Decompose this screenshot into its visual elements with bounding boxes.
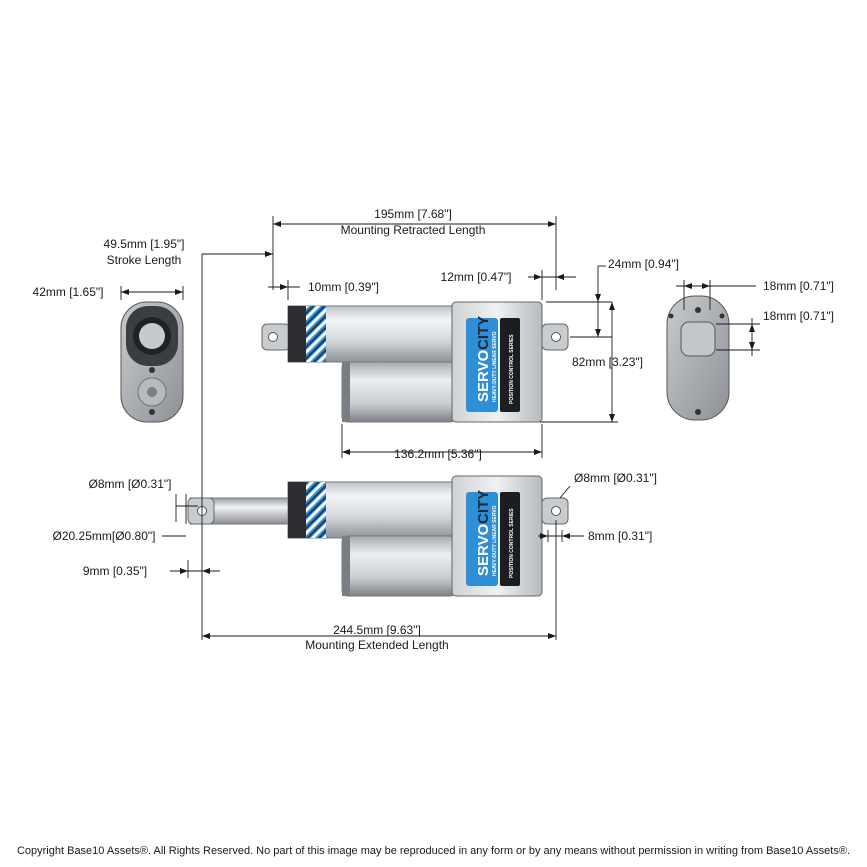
offset-10-label: 10mm [0.39"]	[308, 280, 379, 294]
stroke-length-caption: Stroke Length	[107, 253, 182, 267]
offset-9-label: 9mm [0.35"]	[83, 564, 147, 578]
retracted-length-label: 195mm [7.68"]	[374, 207, 452, 221]
stroke-length-label: 49.5mm [1.95"]	[104, 237, 185, 251]
retracted-actuator	[261, 301, 569, 423]
rod-diameter-label: Ø20.25mm[Ø0.80"]	[53, 529, 156, 543]
extended-length-caption: Mounting Extended Length	[305, 638, 448, 652]
brand-label-bottom: SERVO CITY HEAVY-DUTY LINEAR SERVO POSIT…	[475, 490, 515, 578]
retracted-length-caption: Mounting Retracted Length	[341, 223, 486, 237]
hole-8-right-label: Ø8mm [Ø0.31"]	[574, 471, 657, 485]
end-18b-label: 18mm [0.71"]	[763, 309, 834, 323]
copyright-notice: Copyright Base10 Assets®. All Rights Res…	[16, 845, 851, 857]
dimension-labels: 195mm [7.68"] Mounting Retracted Length …	[33, 207, 834, 652]
right-end-view	[666, 295, 730, 421]
end-18a-label: 18mm [0.71"]	[763, 279, 834, 293]
product-name: HEAVY-DUTY LINEAR SERVO	[492, 505, 498, 576]
offset-24-label: 24mm [0.94"]	[608, 257, 679, 271]
motor-136-label: 136.2mm [5.36"]	[394, 447, 482, 461]
height-82-label: 82mm [3.23"]	[572, 355, 643, 369]
product-name: HEAVY-DUTY LINEAR SERVO	[492, 331, 498, 402]
brand-name-b: CITY	[475, 490, 492, 524]
brand-name-b: CITY	[475, 316, 492, 350]
brand-label-top: SERVO CITY HEAVY-DUTY LINEAR SERVO POSIT…	[475, 316, 515, 404]
width-42-label: 42mm [1.65"]	[33, 285, 104, 299]
brand-name: SERVO	[475, 523, 492, 576]
series-name: POSITION CONTROL SERIES	[509, 334, 515, 404]
offset-12-label: 12mm [0.47"]	[441, 270, 512, 284]
extended-actuator	[187, 475, 569, 597]
dimension-lines	[120, 216, 760, 640]
extended-length-label: 244.5mm [9.63"]	[333, 623, 421, 637]
left-end-view	[120, 301, 184, 423]
hole-8-left-label: Ø8mm [Ø0.31"]	[89, 477, 172, 491]
brand-name: SERVO	[475, 349, 492, 402]
series-name: POSITION CONTROL SERIES	[509, 508, 515, 578]
offset-8-label: 8mm [0.31"]	[588, 529, 652, 543]
